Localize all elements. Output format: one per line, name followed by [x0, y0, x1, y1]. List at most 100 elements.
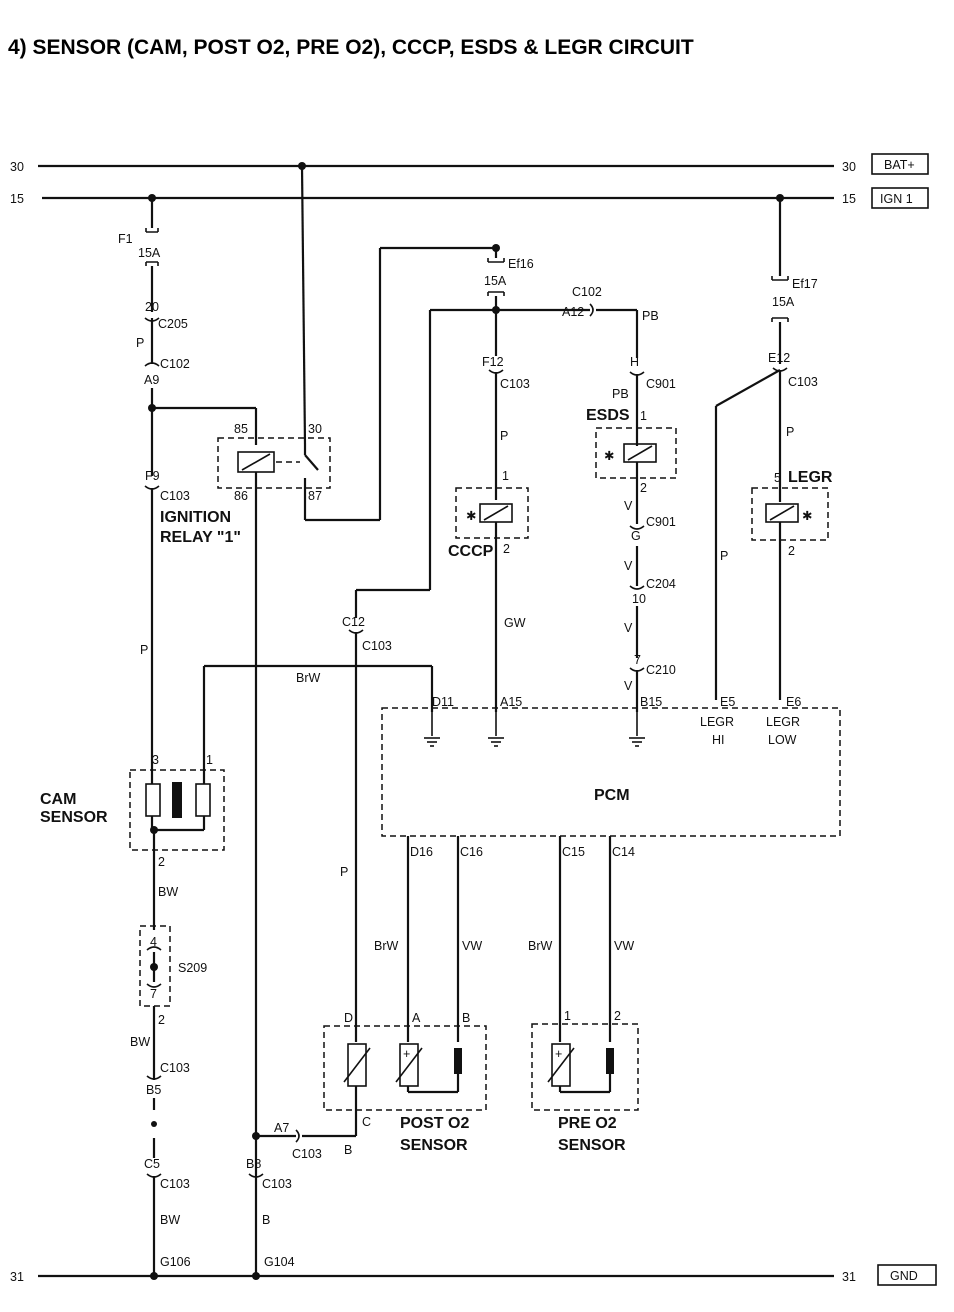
bat-label: BAT+: [884, 158, 915, 172]
conn-b5: B5: [146, 1083, 161, 1097]
ignition-relay: 85 86 30 87 IGNITION RELAY "1": [160, 162, 496, 1276]
conn-c210: C210: [646, 663, 676, 677]
s209-label: S209: [178, 961, 207, 975]
relay-name: IGNITION: [160, 509, 231, 526]
f1-name: F1: [118, 232, 133, 246]
pcm-legr-hi-1: LEGR: [700, 715, 734, 729]
pcm-pin-c14: C14: [612, 845, 635, 859]
cccp-pin-1: 1: [502, 469, 509, 483]
legr-pin-5: 5: [774, 471, 781, 485]
cam-signal-wire: BrW: [202, 664, 434, 780]
cam-pin-1: 1: [206, 753, 213, 767]
esds-pin-2: 2: [640, 481, 647, 495]
conn-c103-b5: C103: [160, 1061, 190, 1075]
cccp-valve-icon: ✱: [466, 509, 477, 523]
post-sensor-icon: +: [403, 1047, 410, 1061]
relay-pin-86: 86: [234, 489, 248, 503]
wire-color-v-4: V: [624, 679, 633, 693]
wire-color-brw-cam: BrW: [296, 671, 321, 685]
pcm: PCM D11 A15 B15 E5 E6 LEGR HI LEGR LOW D…: [381, 695, 841, 859]
conn-c102: C102: [160, 357, 190, 371]
wire-color-pb-2: PB: [612, 387, 629, 401]
conn-c103-e12: C103: [788, 375, 818, 389]
bat-rail: 30 30 BAT+: [10, 153, 929, 175]
ground-g106: G106: [160, 1255, 191, 1269]
pcm-pin-d11: D11: [432, 695, 454, 709]
conn-b8: B8: [246, 1157, 261, 1171]
ef17-name: Ef17: [792, 277, 818, 291]
wire-color-brw-pre: BrW: [528, 939, 553, 953]
conn-c103-f12: C103: [500, 377, 530, 391]
gnd-rail-num-right: 31: [842, 1270, 856, 1284]
s209-pin-2: 2: [158, 1013, 165, 1027]
conn-a9: A9: [144, 373, 159, 387]
conn-c12: C12: [342, 615, 365, 629]
wire-color-v-2: V: [624, 559, 633, 573]
wire-color-p-legr: P: [786, 425, 794, 439]
post-pin-a: A: [412, 1011, 421, 1025]
legr-valve-icon: ✱: [802, 509, 813, 523]
ground-symbol-a15: [488, 712, 504, 747]
ef16-fuse: Ef16 15A C102 A12 PB: [354, 244, 659, 618]
ign-rail: 15 15 IGN 1: [10, 187, 929, 209]
s209-pin-4: 4: [150, 935, 157, 949]
conn-c103-c12: C103: [362, 639, 392, 653]
cccp-solenoid: F12 C103 P 1 ✱ CCCP 2 GW: [448, 355, 530, 712]
pre-o2-label: PRE O2: [558, 1115, 617, 1132]
esds-solenoid: H C901 PB ESDS 1 ✱ 2 V C901 G V C204 10 …: [586, 310, 677, 712]
conn-h: H: [630, 355, 639, 369]
page-title: 4) SENSOR (CAM, POST O2, PRE O2), CCCP, …: [8, 36, 694, 59]
ef16-name: Ef16: [508, 257, 534, 271]
legr-pin-2: 2: [788, 544, 795, 558]
wire-color-v-1: V: [624, 499, 633, 513]
wire-color-p-post: P: [340, 865, 348, 879]
conn-e12: E12: [768, 351, 790, 365]
pcm-pin-c15: C15: [562, 845, 585, 859]
legr-circuit: Ef17 15A E12 C103 P P 5 LEGR ✱ 2: [714, 194, 833, 700]
post-o2-heater-feed: C12 C103 P: [340, 615, 392, 1042]
cccp-label: CCCP: [448, 543, 494, 560]
pre-sensor-icon: +: [555, 1047, 562, 1061]
esds-valve-icon: ✱: [604, 449, 615, 463]
legr-label: LEGR: [788, 469, 833, 486]
ground-symbol-b15: [629, 712, 645, 747]
ign-rail-num-right: 15: [842, 192, 856, 206]
post-o2-label: POST O2: [400, 1115, 469, 1132]
f1-branch: F1 15A 20 C205 P C102 A9 F9 C103 P: [118, 194, 258, 780]
wire-color-gw: GW: [504, 616, 526, 630]
bat-rail-num-left: 30: [10, 160, 24, 174]
ef16-rating: 15A: [484, 274, 507, 288]
wire-color-brw-post: BrW: [374, 939, 399, 953]
pre-o2-sensor: BrW VW 1 2 + PRE O2 SENSOR: [528, 836, 639, 1154]
pcm-pin-c16: C16: [460, 845, 483, 859]
conn-c103-f9: C103: [160, 489, 190, 503]
conn-c205: C205: [158, 317, 188, 331]
post-pin-b: B: [462, 1011, 470, 1025]
gnd-rail-num-left: 31: [10, 1270, 24, 1284]
ign-label: IGN 1: [880, 192, 913, 206]
wire-color-p-cccp: P: [500, 429, 508, 443]
wire-color-vw-pre: VW: [614, 939, 634, 953]
relay-pin-30: 30: [308, 422, 322, 436]
cam-label-2: SENSOR: [40, 809, 108, 826]
pcm-pin-a15: A15: [500, 695, 522, 709]
conn-f12: F12: [482, 355, 504, 369]
esds-pin-1: 1: [640, 409, 647, 423]
s209-pin-7: 7: [150, 987, 157, 1001]
conn-c901-g: C901: [646, 515, 676, 529]
conn-pin-10: 10: [632, 592, 646, 606]
wire-color-bw-1: BW: [158, 885, 178, 899]
pre-pin-2: 2: [614, 1009, 621, 1023]
cam-pin-3: 3: [152, 753, 159, 767]
conn-a7: A7: [274, 1121, 289, 1135]
conn-c204: C204: [646, 577, 676, 591]
wire-color-b: B: [262, 1213, 270, 1227]
wire-color-v-3: V: [624, 621, 633, 635]
conn-c901-h: C901: [646, 377, 676, 391]
post-pin-c: C: [362, 1115, 371, 1129]
wire-color-p: P: [136, 336, 144, 350]
wire-color-b-a7: B: [344, 1143, 352, 1157]
relay-pin-85: 85: [234, 422, 248, 436]
wire-color-p-legr-hi: P: [720, 549, 728, 563]
